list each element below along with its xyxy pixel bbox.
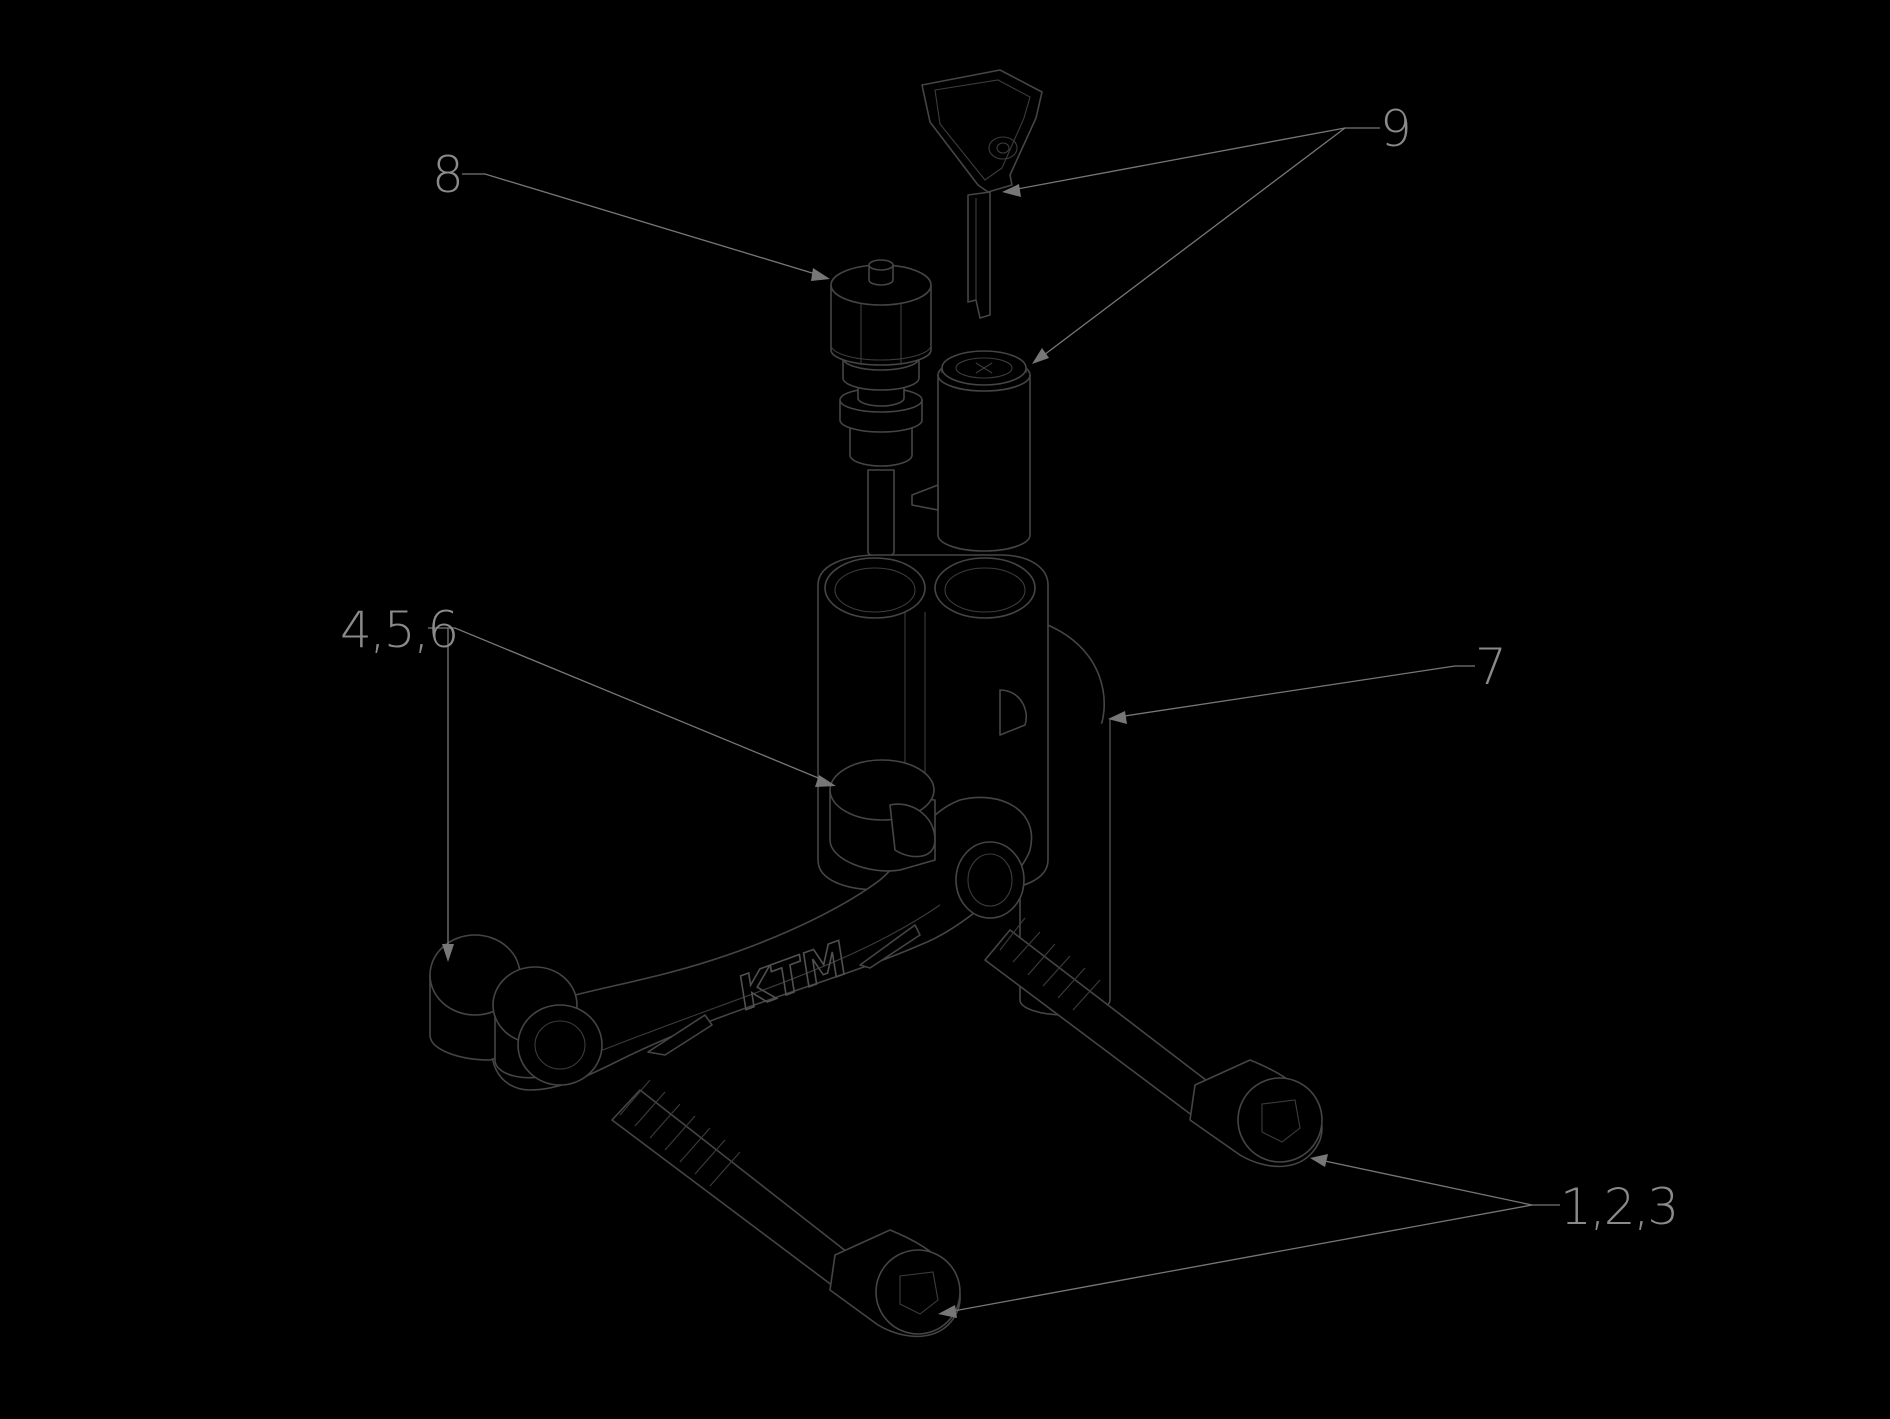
bolt-left-part [611,1079,961,1338]
callout-8: 8 [432,146,462,204]
lock-cylinder-part [911,350,1031,552]
bolt-right-part [984,917,1323,1168]
callout-9: 9 [1380,100,1410,158]
plunger-part [830,259,932,558]
callout-4-5-6: 4,5,6 [340,601,457,659]
leader-lines [428,127,1560,1318]
key-part [921,69,1043,319]
callout-7: 7 [1475,638,1505,696]
callout-1-2-3: 1,2,3 [1560,1178,1677,1236]
arm-part: KTM [429,759,1033,1091]
